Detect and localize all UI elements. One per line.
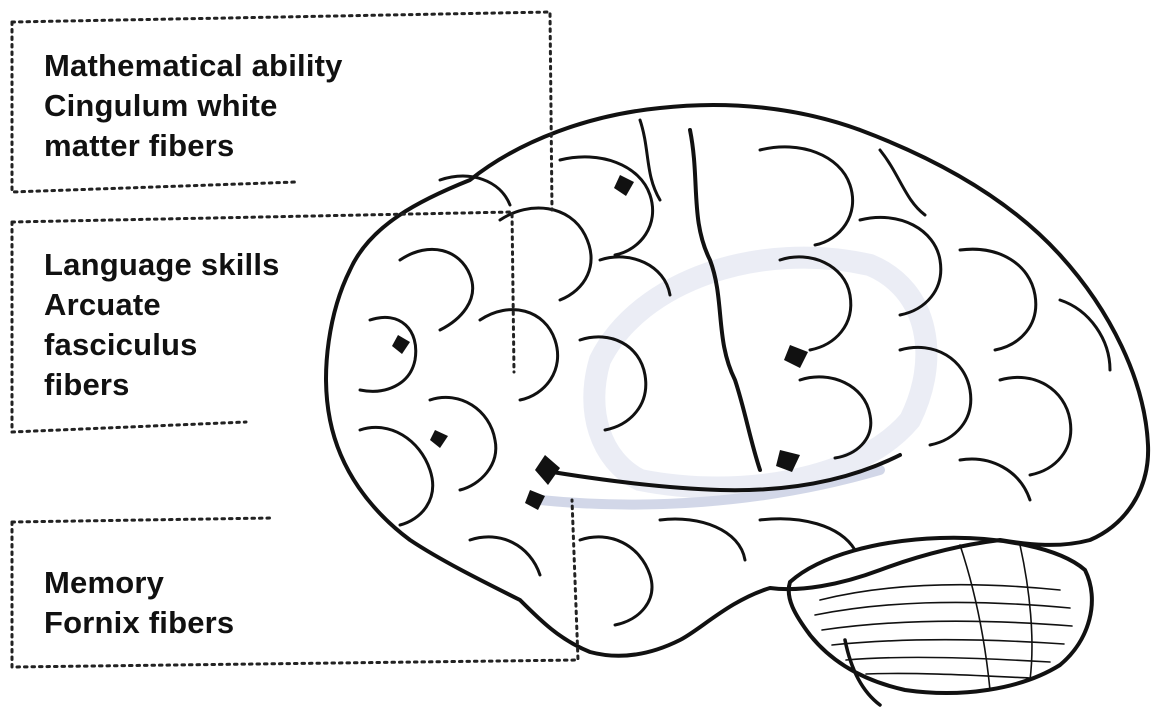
- central-sulcus: [690, 130, 760, 470]
- language-label-line-1: Language skills: [44, 245, 280, 285]
- math-label-line-2: Cingulum white: [44, 86, 343, 126]
- cerebellum-outline: [789, 538, 1092, 693]
- brain-icon: [326, 105, 1148, 705]
- language-label-line-2: Arcuate: [44, 285, 280, 325]
- language-label-box: Language skills Arcuate fasciculus fiber…: [44, 245, 280, 405]
- language-label-line-4: fibers: [44, 365, 280, 405]
- language-label-line-3: fasciculus: [44, 325, 280, 365]
- math-label-line-1: Mathematical ability: [44, 46, 343, 86]
- math-label-box: Mathematical ability Cingulum white matt…: [44, 46, 343, 166]
- memory-label-line-1: Memory: [44, 563, 234, 603]
- brainstem-outline: [845, 640, 880, 705]
- memory-label-box: Memory Fornix fibers: [44, 563, 234, 643]
- math-label-line-3: matter fibers: [44, 126, 343, 166]
- memory-label-line-2: Fornix fibers: [44, 603, 234, 643]
